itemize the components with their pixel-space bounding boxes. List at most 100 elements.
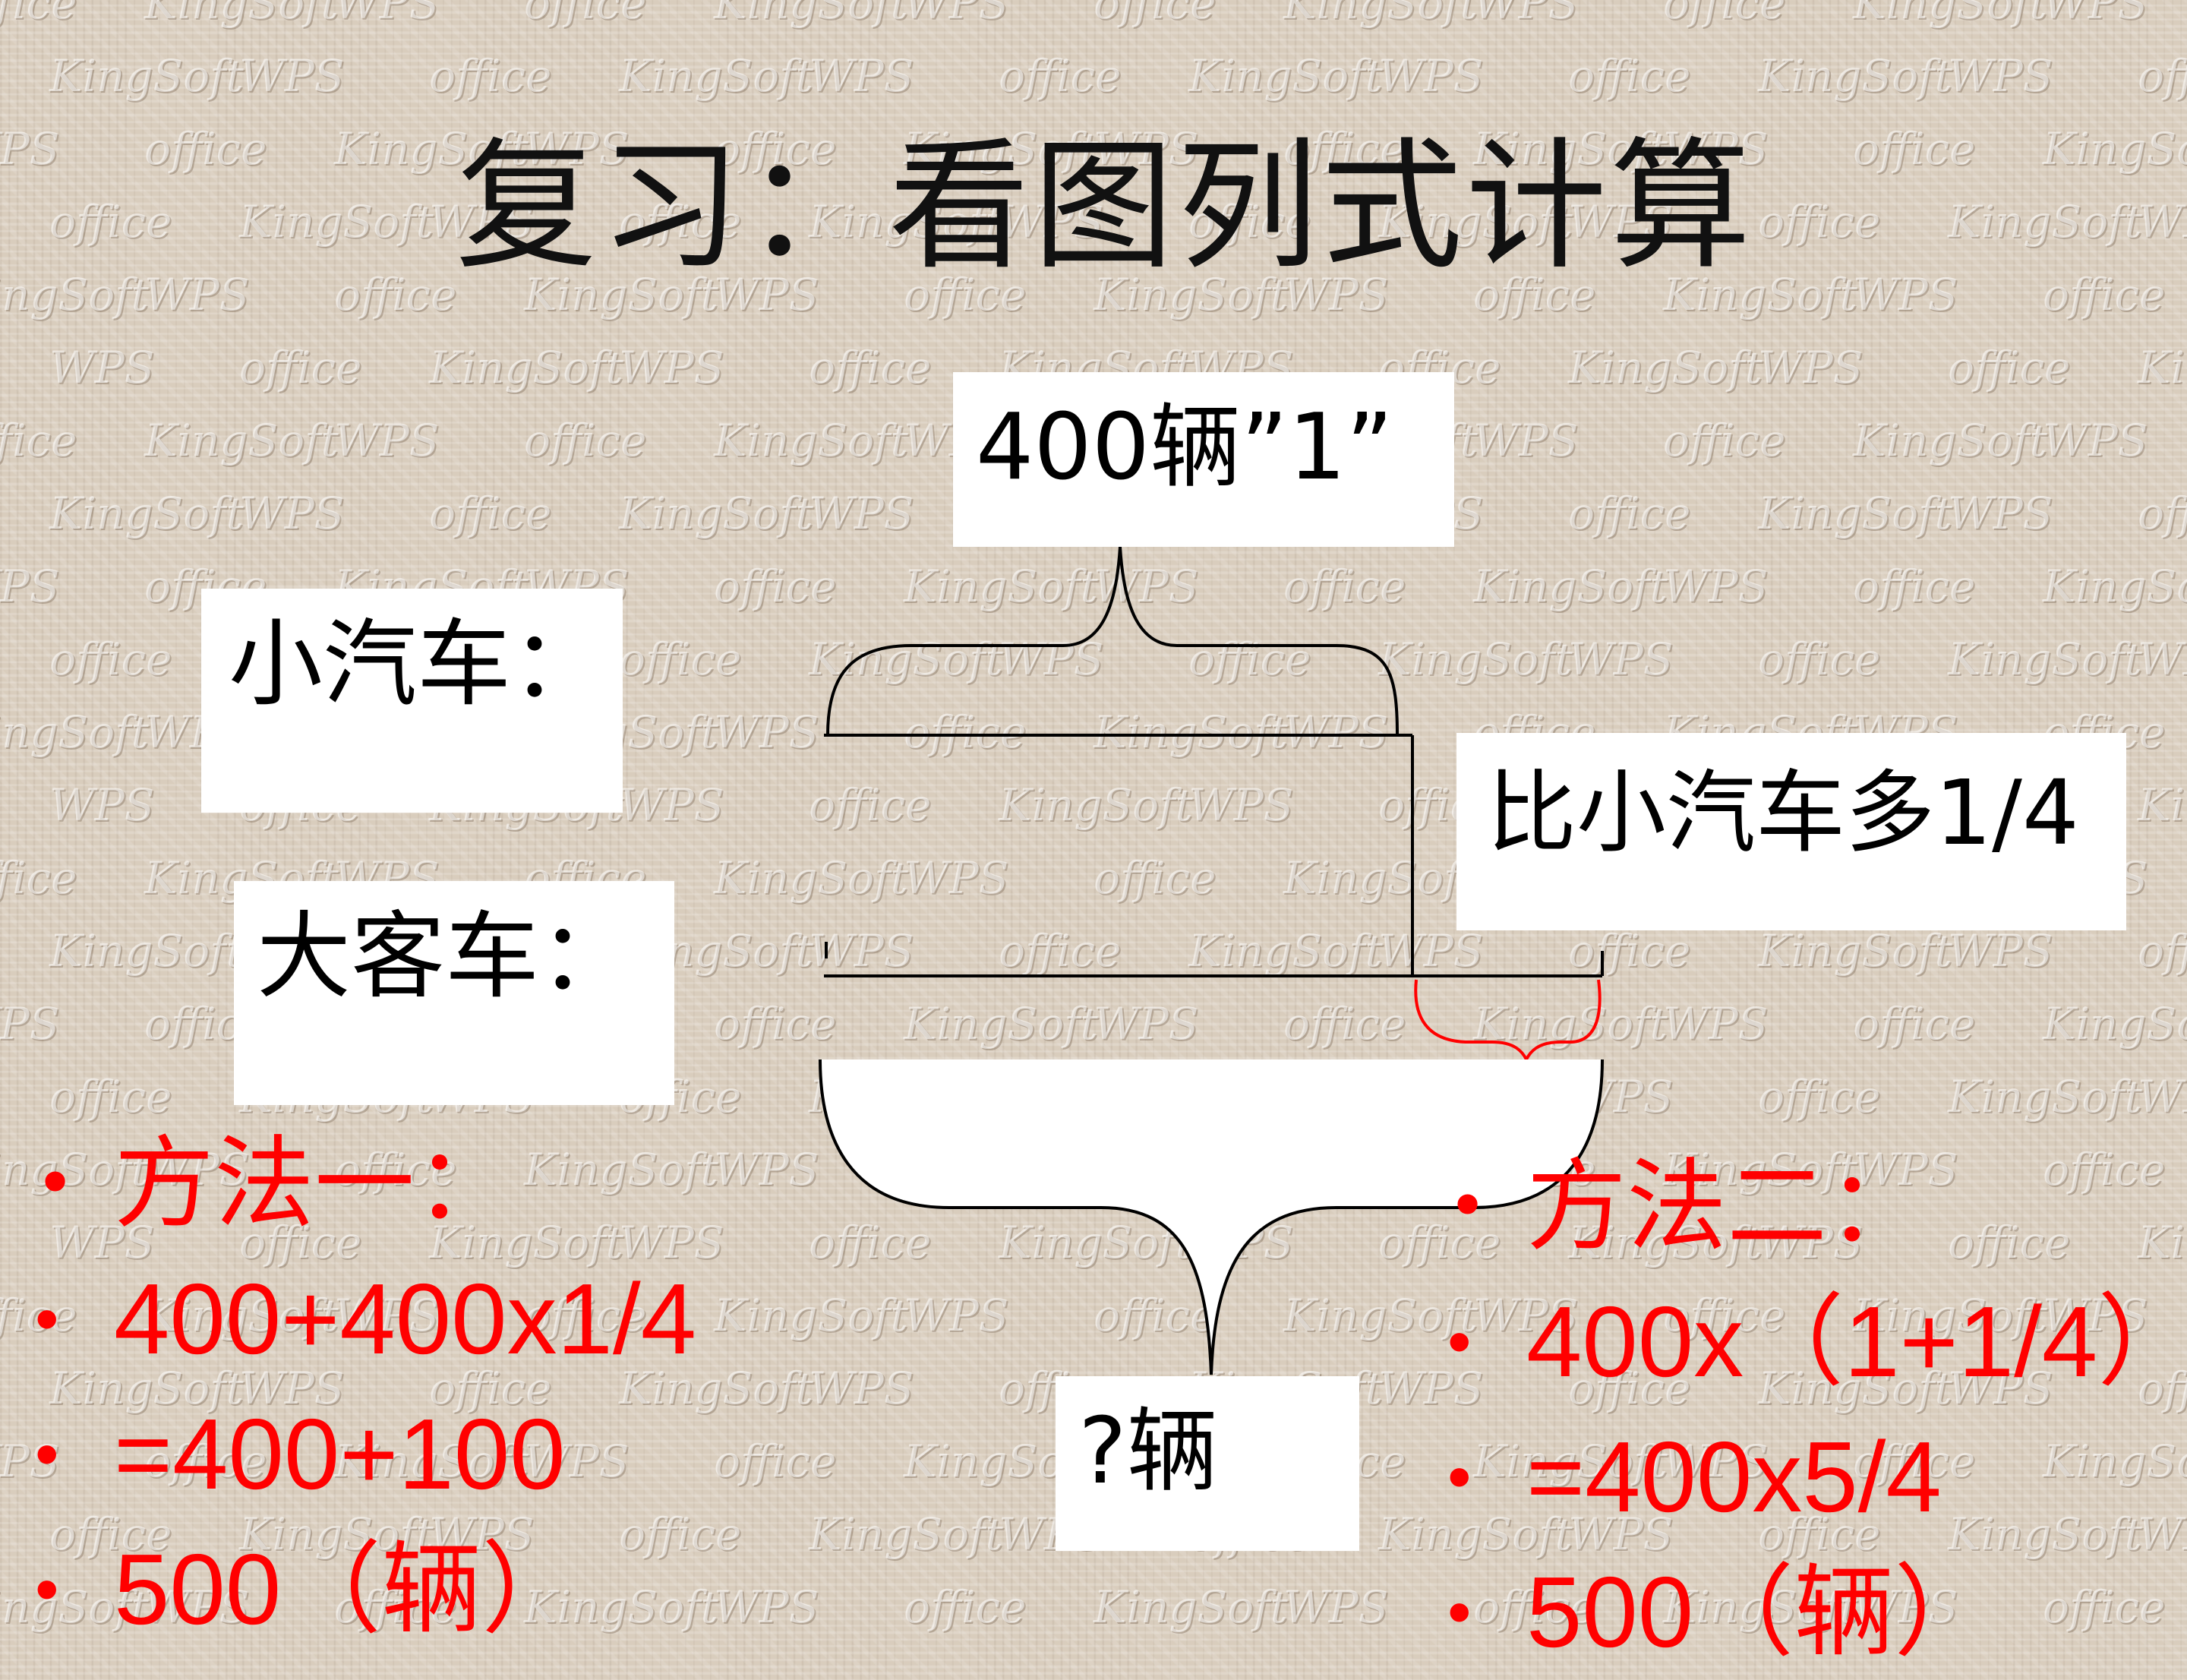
watermark-word: office <box>0 415 77 466</box>
watermark-word: KingSoft <box>714 852 908 904</box>
watermark-word: office <box>0 0 77 29</box>
watermark-word: WPS <box>1853 269 1958 321</box>
watermark-word: office <box>1188 633 1311 685</box>
bus-label: 大客车： <box>257 902 634 1012</box>
bullet-icon: • <box>35 1281 59 1357</box>
watermark-word: office <box>1283 998 1406 1050</box>
watermark-word: WPS <box>999 633 1104 685</box>
watermark-word: WPS <box>619 779 724 831</box>
method-two-step: •400x（1+1/4） <box>1443 1274 2187 1410</box>
watermark-word: WPS <box>2138 196 2187 248</box>
watermark-word: KingSoft <box>809 633 1003 685</box>
watermark-word: WPS <box>714 1581 819 1633</box>
watermark-word: WPS <box>49 342 155 393</box>
watermark-word: KingSoft <box>0 269 149 321</box>
watermark-word: KingSoft <box>1853 0 2047 29</box>
red-brace <box>1414 979 1602 1063</box>
watermark-word: office <box>904 1144 1027 1195</box>
method-one-step: •400+400x1/4 <box>30 1252 696 1387</box>
watermark-word: KingSoft <box>714 0 908 29</box>
watermark-word: WPS <box>1188 1217 1294 1268</box>
watermark-word: office <box>1758 633 1881 685</box>
watermark-word: office <box>809 779 932 831</box>
watermark-word: office <box>1758 196 1881 248</box>
watermark-word: office <box>1663 415 1786 466</box>
watermark-word: office <box>429 488 552 539</box>
watermark-word: WPS <box>904 0 1009 29</box>
watermark-word: KingSoft <box>0 706 149 758</box>
watermark-word: KingSoft <box>239 196 434 248</box>
method-one-step: •500（辆） <box>30 1522 696 1657</box>
watermark-word: office <box>1188 1071 1311 1123</box>
watermark-word: office <box>904 1581 1027 1633</box>
watermark-word: office <box>2138 488 2187 539</box>
watermark-word: KingSoft <box>619 488 813 539</box>
bullet-icon: • <box>1447 1167 1488 1246</box>
watermark-word: office <box>1094 852 1217 904</box>
watermark-word: KingSoft <box>904 998 1098 1050</box>
watermark-word: KingSoft <box>1283 852 1478 904</box>
watermark-word: WPS <box>2138 633 2187 685</box>
watermark-word: KingSoft <box>904 561 1098 612</box>
method-two-list: •方法二： •400x（1+1/4） •=400x5/4 •500（辆） <box>1443 1139 2187 1680</box>
watermark-word: office <box>49 196 172 248</box>
watermark-word: KingSoft <box>1568 342 1763 393</box>
watermark-word: WPS <box>1473 415 1579 466</box>
bus-label-box: 大客车： <box>234 881 674 1105</box>
watermark-word: KingSoft <box>49 925 244 977</box>
watermark-word: KingSoft <box>49 488 244 539</box>
more-label-box: 比小汽车多1/4 <box>1456 733 2126 930</box>
watermark-word: office <box>1853 561 1976 612</box>
watermark-word: office <box>524 0 647 29</box>
question-label: ?辆 <box>1078 1399 1218 1505</box>
watermark-word: office <box>1094 0 1217 29</box>
method-two-heading: •方法二： <box>1443 1139 2187 1274</box>
watermark-word: KingSoft <box>809 1508 1003 1560</box>
bullet-icon: • <box>35 1552 59 1628</box>
watermark-word: KingSoft <box>1948 633 2142 685</box>
watermark-word: WPS <box>1568 633 1674 685</box>
watermark-word: WPS <box>999 1071 1104 1123</box>
watermark-word: office <box>524 415 647 466</box>
watermark-word: office <box>1283 561 1406 612</box>
watermark-word: KingSoft <box>2043 123 2187 175</box>
watermark-word: WPS <box>1283 1144 1389 1195</box>
watermark-word: WPS <box>0 561 60 612</box>
watermark-word: WPS <box>334 415 440 466</box>
method-one-list: •方法一： •400+400x1/4 •=400+100 •500（辆） <box>30 1116 696 1657</box>
watermark-word: KingSoft <box>714 1290 908 1341</box>
watermark-word: office <box>0 852 77 904</box>
watermark-word: office <box>1663 0 1786 29</box>
watermark-word: WPS <box>1948 50 2053 102</box>
watermark-word: KingSoft <box>1094 1144 1288 1195</box>
watermark-word: KingSoft <box>999 779 1193 831</box>
watermark-word: WPS <box>1473 0 1579 29</box>
watermark-word: WPS <box>619 342 724 393</box>
watermark-word: office <box>1853 998 1976 1050</box>
watermark-word: office <box>1853 123 1976 175</box>
watermark-word: office <box>144 123 267 175</box>
watermark-word: WPS <box>1378 925 1484 977</box>
watermark-word: office <box>2138 50 2187 102</box>
watermark-word: KingSoft <box>999 1217 1193 1268</box>
watermark-word: KingSoft <box>1378 633 1573 685</box>
bullet-icon: • <box>1447 1439 1472 1515</box>
watermark-word: WPS <box>2043 415 2148 466</box>
watermark-word: KingSoft <box>2043 561 2187 612</box>
watermark-word: KingSoft <box>1473 561 1668 612</box>
watermark-word: KingSoft <box>1473 998 1668 1050</box>
watermark-word: WPS <box>1948 488 2053 539</box>
watermark-word: KingSoft <box>2138 779 2187 831</box>
watermark-word: KingSoft <box>714 415 908 466</box>
watermark-word: KingSoft <box>2138 342 2187 393</box>
watermark-word: KingSoft <box>1948 1071 2142 1123</box>
watermark-word: WPS <box>239 488 345 539</box>
watermark-word: office <box>2138 925 2187 977</box>
watermark-word: KingSoft <box>1283 0 1478 29</box>
slide-title: 复习：看图列式计算 <box>456 124 1755 289</box>
watermark-word: WPS <box>2138 1071 2187 1123</box>
watermark-word: office <box>239 342 362 393</box>
watermark-word: WPS <box>1948 925 2053 977</box>
watermark-word: office <box>49 633 172 685</box>
watermark-word: WPS <box>1663 998 1769 1050</box>
